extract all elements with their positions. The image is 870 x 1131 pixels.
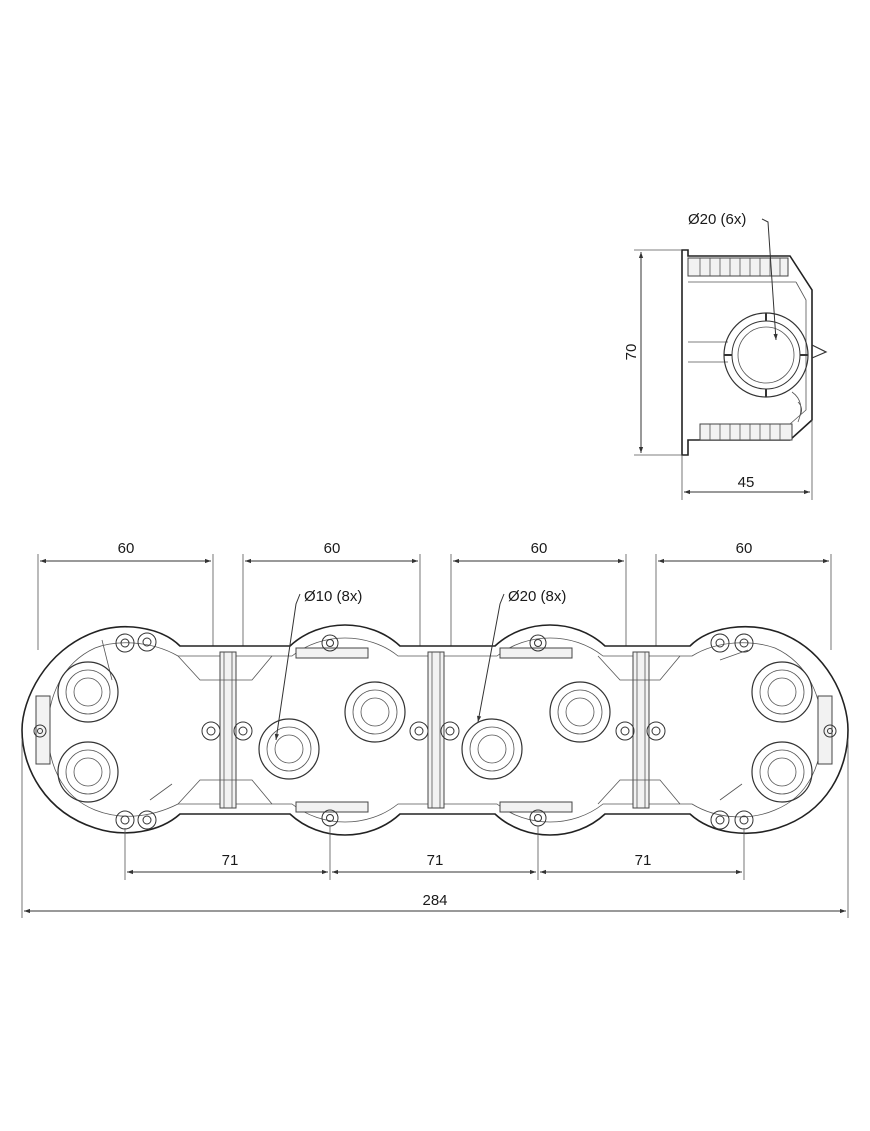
screw-boss [529, 634, 547, 652]
top-view: 60 60 60 60 [21, 540, 849, 918]
screw-boss [440, 721, 460, 741]
knockout [344, 681, 406, 743]
spacing-dimensions: 71 71 71 [124, 826, 745, 880]
side-view-clip [811, 344, 828, 359]
overall-length-label: 284 [422, 892, 447, 909]
side-view-height-dimension: 70 [623, 249, 682, 456]
side-view-knockout [723, 312, 809, 398]
screw-boss [321, 634, 339, 652]
knockout [57, 661, 119, 723]
side-view-top-ribs [687, 257, 789, 277]
pitch-label-1: 60 [118, 540, 135, 557]
pitch-label-2: 60 [324, 540, 341, 557]
screw-boss [33, 724, 47, 738]
side-view-knockout-leader [761, 218, 778, 341]
knockout [751, 661, 813, 723]
screw-boss [201, 721, 221, 741]
screw-boss [137, 632, 157, 652]
knockout-large-label: Ø20 (8x) [508, 588, 566, 605]
screw-boss [710, 810, 730, 830]
screw-boss [137, 810, 157, 830]
knockout-small-leader [274, 593, 301, 741]
rim-clips [35, 639, 833, 813]
knockout [258, 718, 320, 780]
overall-dimension: 284 [21, 740, 849, 918]
screw-boss [823, 724, 837, 738]
side-view-cable-guide [791, 391, 802, 423]
side-view-inner-lines [688, 281, 807, 425]
side-view-depth-label: 45 [738, 474, 755, 491]
side-view-height-label: 70 [623, 344, 640, 361]
screw-boss [615, 721, 635, 741]
spacing-label-3: 71 [635, 852, 652, 869]
side-view-depth-dimension: 45 [681, 420, 813, 500]
screw-boss [646, 721, 666, 741]
side-view-knockout-label: Ø20 (6x) [688, 211, 746, 228]
knockout [461, 718, 523, 780]
pitch-label-3: 60 [531, 540, 548, 557]
screw-boss [233, 721, 253, 741]
screw-boss [409, 721, 429, 741]
knockout [549, 681, 611, 743]
divider-walls [219, 651, 650, 809]
screw-boss [115, 633, 135, 653]
knockout [57, 741, 119, 803]
spacing-label-1: 71 [222, 852, 239, 869]
side-view-bottom-ribs [699, 423, 793, 441]
floor-knockouts [57, 661, 813, 803]
knockout-large-leader [477, 593, 505, 723]
spacing-label-2: 71 [427, 852, 444, 869]
screw-boss [734, 633, 754, 653]
knockout [751, 741, 813, 803]
knockout-small-label: Ø10 (8x) [304, 588, 362, 605]
pitch-label-4: 60 [736, 540, 753, 557]
screw-boss [710, 633, 730, 653]
side-view: Ø20 (6x) 70 45 [623, 211, 828, 500]
pitch-dimensions: 60 60 60 60 [37, 540, 832, 650]
